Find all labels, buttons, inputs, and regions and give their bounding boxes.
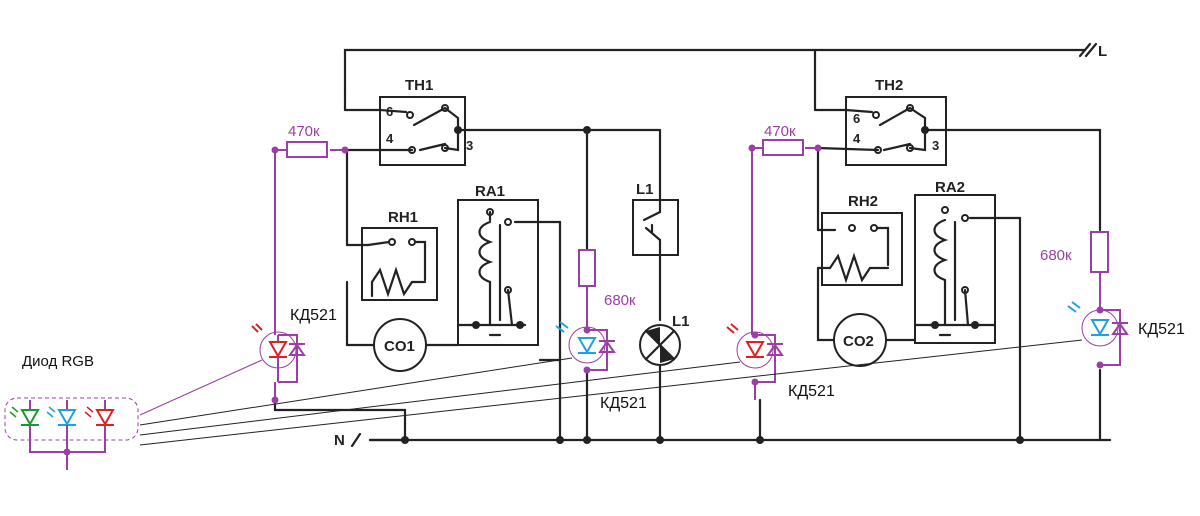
th2-pin-3: 3 [932, 138, 939, 153]
n-terminal-mark [350, 432, 362, 448]
far-right-indicator-circuit [1067, 231, 1129, 369]
label-th2: TH2 [875, 77, 903, 94]
label-co2: CO2 [843, 333, 874, 350]
ra2-box [914, 194, 996, 344]
label-rh1: RH1 [388, 209, 418, 226]
resistor-470k-1 [286, 141, 328, 158]
th1-pin-4: 4 [386, 131, 394, 146]
ra1-box [457, 199, 539, 346]
label-kd521-4: КД521 [1138, 321, 1185, 338]
label-680k-2: 680к [1040, 247, 1072, 264]
right-indicator-circuit [726, 139, 822, 400]
left-indicator-circuit [251, 141, 349, 404]
th2-pin-4: 4 [853, 131, 861, 146]
th1-pin-6: 6 [386, 104, 393, 119]
rgb-diode [4, 397, 139, 470]
middle-indicator-circuit [555, 249, 616, 374]
label-680k-1: 680к [604, 292, 636, 309]
label-n: N [334, 432, 345, 449]
label-kd521-3: КД521 [788, 383, 835, 400]
label-kd521-1: КД521 [290, 307, 337, 324]
label-470k-2: 470к [764, 123, 796, 140]
resistor-470k-2 [762, 139, 804, 156]
label-ra2: RA2 [935, 179, 965, 196]
label-l1-switch: L1 [636, 181, 654, 198]
resistor-680k-1 [578, 249, 596, 287]
label-l: L [1098, 43, 1107, 60]
l-line [343, 48, 1087, 97]
rgb-leader-lines [139, 339, 1083, 446]
l-terminal-mark [1078, 42, 1098, 58]
l1-switch-box [632, 199, 679, 256]
rh2-box [821, 212, 903, 286]
label-ra1: RA1 [475, 183, 505, 200]
left-unit-wiring [273, 93, 681, 444]
led-blue-2 [1081, 309, 1119, 347]
label-rh2: RH2 [848, 193, 878, 210]
rh1-box [361, 227, 438, 301]
label-co1: CO1 [384, 338, 415, 355]
th2-pin-6: 6 [853, 111, 860, 126]
label-rgb-diode: Диод RGB [22, 353, 94, 370]
right-unit-wiring [756, 96, 1102, 444]
label-470k-1: 470к [288, 123, 320, 140]
label-l1-lamp: L1 [672, 313, 690, 330]
th1-pin-3: 3 [466, 138, 473, 153]
power-lines [343, 42, 1112, 448]
label-th1: TH1 [405, 77, 433, 94]
label-kd521-2: КД521 [600, 395, 647, 412]
resistor-680k-2 [1090, 231, 1109, 273]
